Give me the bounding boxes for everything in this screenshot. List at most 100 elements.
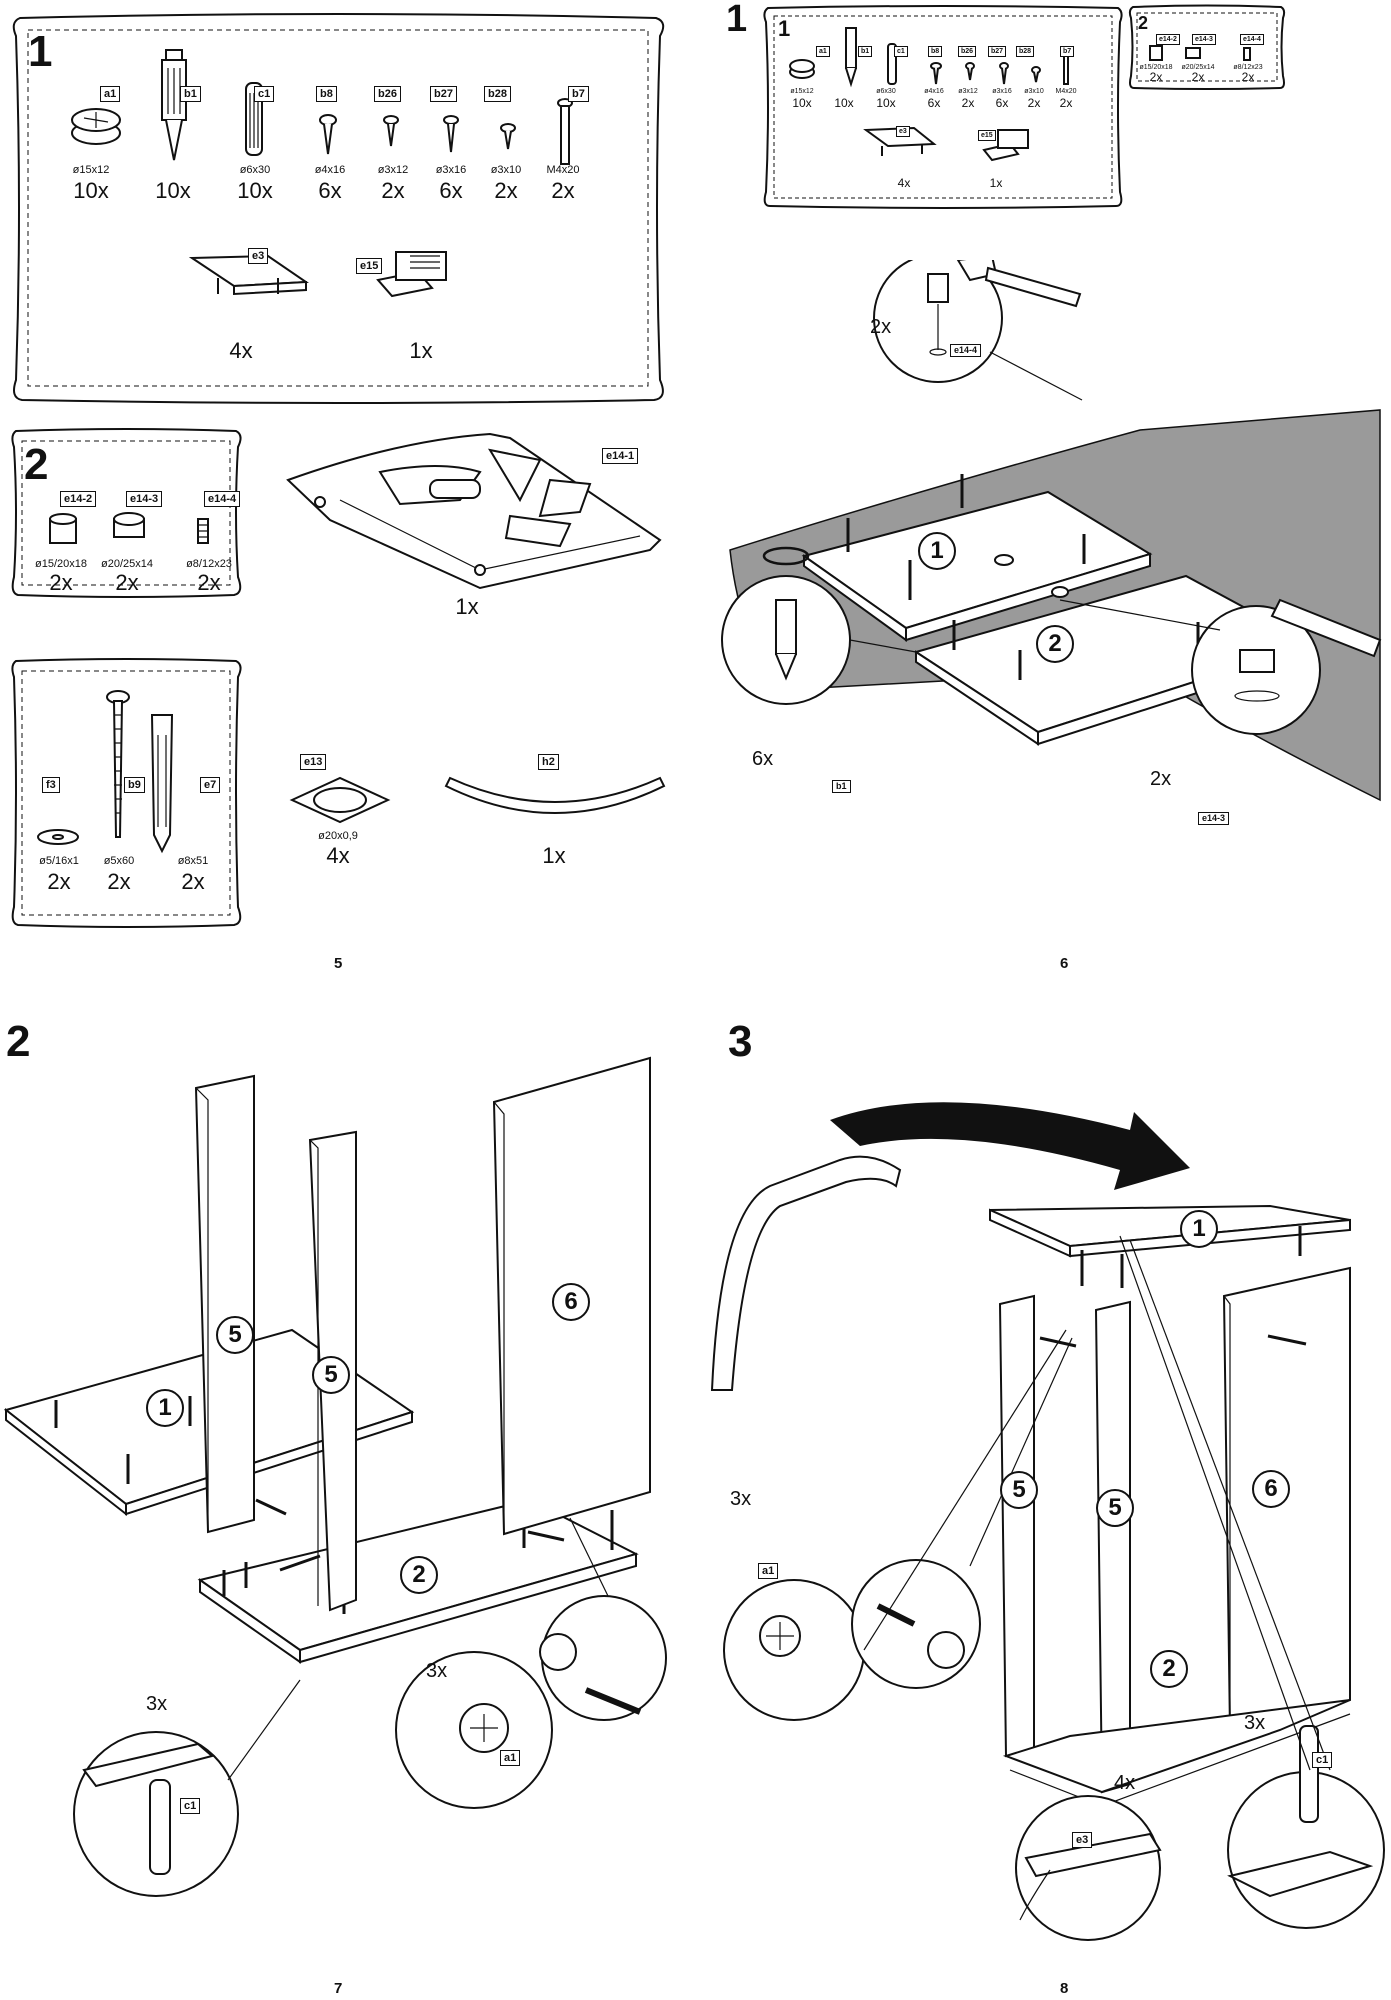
quantity-text: 1x (455, 594, 479, 619)
wall-fixing-panel: f3 b9 e7 ø5/16x1 ø5x60 ø8x51 2x 2x 2x (8, 655, 244, 930)
quantity-text: 10x (876, 96, 896, 110)
code-label: e14-4 (1240, 34, 1264, 45)
foot-cap-icon (113, 512, 145, 538)
quantity-text: 2x (197, 570, 221, 595)
screw-icon (383, 115, 399, 147)
code-label: c1 (894, 46, 908, 57)
quantity-text: 10x (237, 178, 273, 203)
lift-mechanism-illustration (286, 432, 662, 590)
quantity-text: 2x (47, 869, 71, 894)
dimension-text: ø15/20x18 (35, 558, 87, 570)
quantity-text: 4x (229, 338, 253, 363)
code-label: b9 (124, 777, 145, 793)
callout-quantity: 4x (1114, 1772, 1136, 1794)
code-label: e7 (200, 777, 221, 793)
code-label: b26 (958, 46, 977, 57)
callout-quantity: 3x (146, 1693, 168, 1715)
callout-quantity: 2x (870, 316, 892, 338)
code-label: e3 (248, 248, 269, 264)
code-label: b28 (1016, 46, 1035, 57)
code-label: e14-3 (126, 491, 163, 507)
step-number: 2 (6, 1017, 31, 1066)
mini-hardware-panel: 1 a1 b1 c1 b8 b26 b27 b28 b7 ø15x12 ø6x3… (762, 4, 1124, 210)
code-label: e14-2 (60, 491, 97, 507)
extras-icons (188, 251, 447, 298)
code-label: b27 (988, 46, 1007, 57)
part-number-badge: 2 (1036, 625, 1074, 663)
callout-quantity: 3x (426, 1660, 448, 1682)
callout-quantity: 6x (752, 748, 774, 770)
code-label: e13 (300, 754, 327, 770)
bolt-icon (557, 98, 573, 165)
quantity-text: 2x (494, 178, 518, 203)
page-number: 7 (334, 1980, 343, 1997)
code-label: h2 (538, 754, 559, 770)
code-label: b7 (1060, 46, 1075, 57)
code-label: b28 (484, 86, 511, 102)
code-label: b8 (316, 86, 337, 102)
wall-plug-icon (150, 714, 174, 854)
quantity-text: 6x (318, 178, 342, 203)
quantity-text: 2x (181, 869, 205, 894)
step-number: 2 (1138, 13, 1149, 33)
quantity-text: 1x (542, 843, 566, 868)
dimension-text: ø3x12 (377, 164, 409, 176)
code-label: e15 (978, 130, 996, 141)
callout-quantity: 2x (1150, 768, 1172, 790)
code-label: b7 (568, 86, 589, 102)
code-label: e14-4 (950, 344, 982, 357)
feet-icons (49, 512, 209, 544)
quantity-text: 2x (1149, 70, 1163, 84)
dimension-text: ø5/16x1 (39, 855, 79, 867)
magnet-catch-icon (376, 251, 447, 298)
step-number: 1 (28, 27, 53, 76)
cam-lock-icon (71, 108, 121, 145)
quantity-text: 4x (326, 843, 350, 868)
dimension-text: ø3x16 (992, 88, 1012, 95)
callout-quantity: 3x (730, 1488, 752, 1510)
code-label: b1 (858, 46, 873, 57)
part-number-badge: 2 (400, 1556, 438, 1594)
code-label: b1 (832, 780, 851, 793)
code-label: b8 (928, 46, 943, 57)
dimension-text: ø15x12 (790, 88, 814, 95)
cam-bolt-icon (161, 49, 187, 161)
quantity-text: 1x (409, 338, 433, 363)
part-number-badge: 5 (1000, 1471, 1038, 1509)
dimension-text: ø3x12 (958, 88, 978, 95)
dimension-text: ø20/25x14 (1181, 64, 1215, 71)
curved-rail-icon (444, 776, 666, 814)
quantity-text: 2x (1059, 96, 1073, 110)
step-2-assembly-illustration (3, 1056, 667, 1897)
screw-icon (500, 123, 516, 150)
code-label: c1 (1312, 1752, 1333, 1768)
quantity-text: 6x (439, 178, 463, 203)
dimension-text: ø3x10 (1024, 88, 1044, 95)
dimension-text: ø20x0,9 (318, 830, 358, 842)
screw-icon (443, 115, 459, 153)
quantity-text: 2x (107, 869, 131, 894)
quantity-text: 2x (115, 570, 139, 595)
dimension-text: ø8x51 (177, 855, 209, 867)
quantity-text: 2x (551, 178, 575, 203)
page-number: 8 (1060, 1980, 1069, 1997)
step-number: 3 (728, 1017, 753, 1066)
quantity-text: 10x (792, 96, 812, 110)
part-number-badge: 5 (1096, 1489, 1134, 1527)
quantity-text: 1x (989, 176, 1003, 190)
washer-icon (37, 829, 79, 845)
mini-hardware-icons (789, 27, 1071, 88)
part-number-badge: 6 (552, 1283, 590, 1321)
panel-frame (11, 658, 242, 928)
screw-icon (319, 114, 337, 155)
code-label: f3 (42, 777, 60, 793)
code-label: b27 (430, 86, 457, 102)
foot-cap-icon (49, 513, 77, 544)
felt-pad-icon (289, 776, 391, 824)
code-label: a1 (758, 1563, 779, 1579)
long-screw-icon (106, 690, 130, 838)
mini-extras-icons (863, 126, 1029, 162)
page-number: 6 (1060, 955, 1069, 972)
quantity-text: 2x (1241, 70, 1255, 84)
part-number-badge: 5 (216, 1316, 254, 1354)
